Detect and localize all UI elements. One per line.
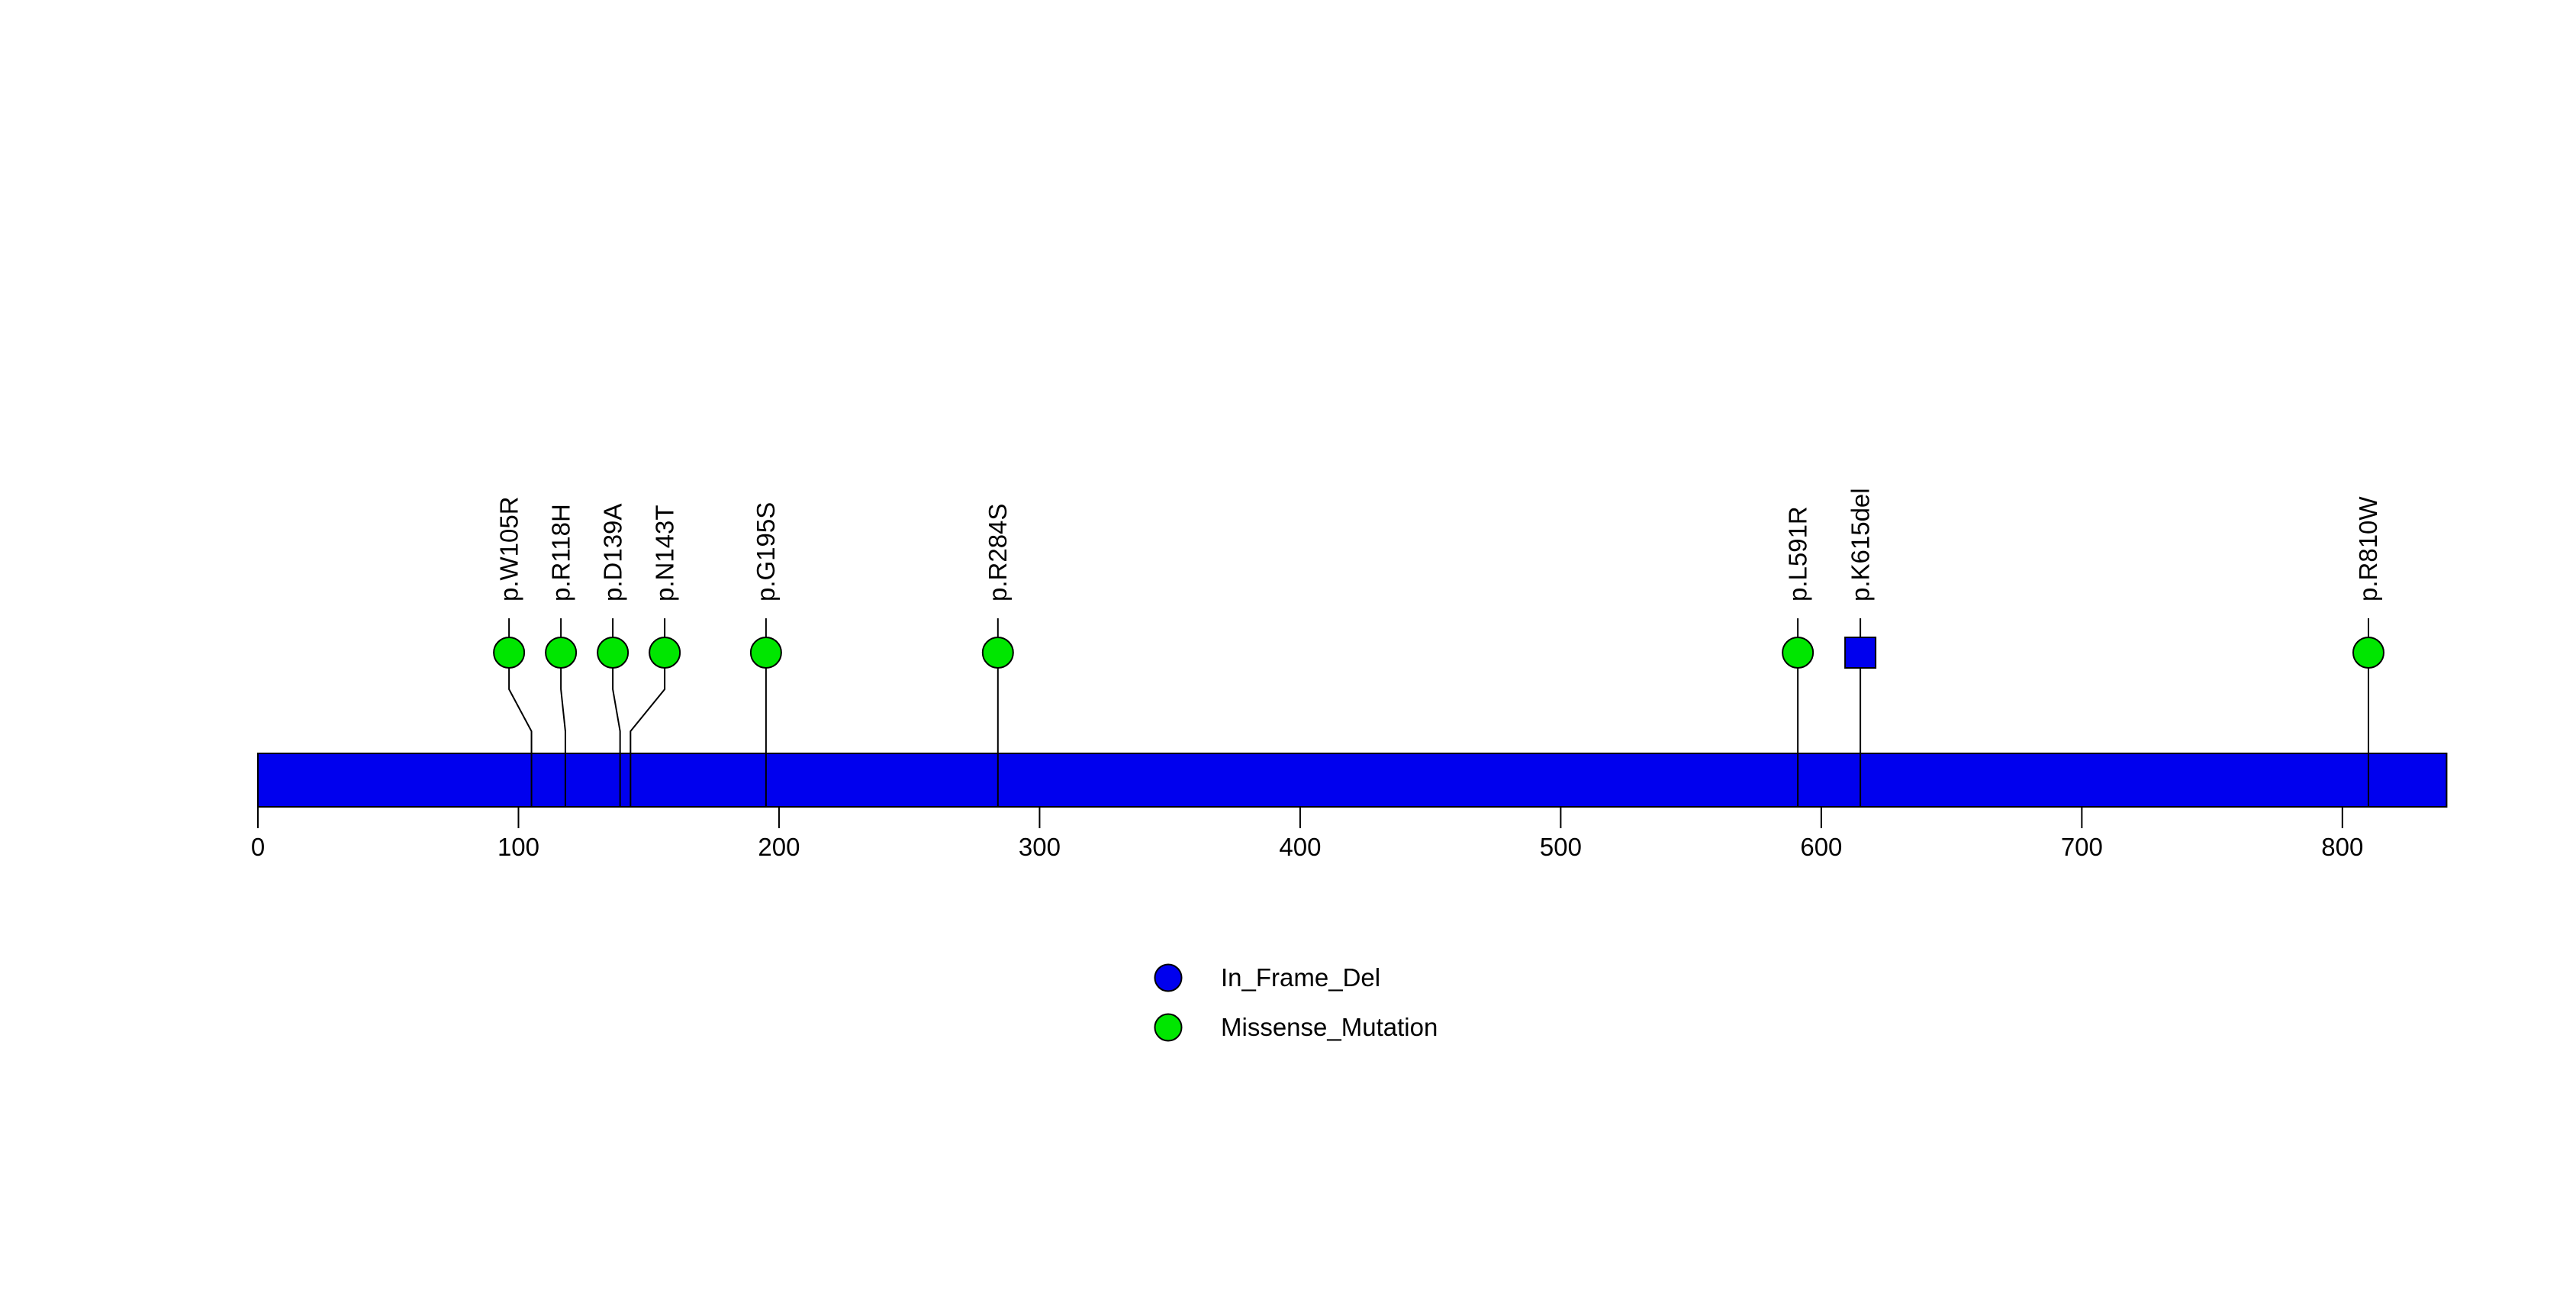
mutation-stem [612, 653, 621, 753]
mutation-marker-circle [981, 637, 1014, 669]
in-bar-lines-group [530, 753, 2369, 807]
mutation-label: p.L591R [1783, 506, 1811, 601]
mutation-label: p.R284S [984, 504, 1012, 601]
axis-tick-label: 0 [251, 833, 265, 861]
stem-lines-group [508, 618, 2369, 753]
mutation-labels-group: p.W105R p.R118H p.D139A p.N143T p.G195S p.R28… [494, 488, 2382, 601]
legend-swatch [1154, 963, 1183, 992]
legend-label: In_Frame_Del [1221, 963, 1380, 992]
axis-tick-label: 600 [1800, 833, 1842, 861]
protein-bar [257, 753, 2448, 808]
mutation-marker-square [1844, 637, 1877, 669]
mutation-marker-circle [2352, 637, 2384, 669]
markers-group [493, 637, 2384, 669]
legend-swatch [1154, 1013, 1183, 1042]
legend-label: Missense_Mutation [1221, 1013, 1438, 1041]
mutation-label: p.N143T [650, 505, 678, 601]
mutation-marker-circle [597, 637, 630, 669]
mutation-label: p.R810W [2354, 496, 2382, 601]
axis-tick-label: 400 [1279, 833, 1321, 861]
mutation-label: p.R118H [546, 504, 575, 601]
protein-bar-group [257, 753, 2448, 808]
mutation-marker-circle [749, 637, 782, 669]
mutation-marker-circle [649, 637, 681, 669]
axis-tick-label: 700 [2061, 833, 2103, 861]
axis-tick-label: 800 [2321, 833, 2363, 861]
axis-tick-label: 200 [758, 833, 800, 861]
mutation-label: p.W105R [494, 496, 523, 601]
mutation-stem [508, 653, 533, 753]
mutation-label: p.G195S [752, 502, 780, 601]
mutation-stem [630, 653, 666, 753]
axis-tick-label: 300 [1019, 833, 1061, 861]
axis-tick-label: 500 [1540, 833, 1582, 861]
axis-tick-label: 100 [497, 833, 539, 861]
mutation-marker-circle [1782, 637, 1814, 669]
mutation-label: p.K615del [1846, 488, 1874, 601]
mutation-marker-circle [493, 637, 526, 669]
x-axis-group: 0 100 200 300 400 500 600 700 800 [251, 807, 2363, 861]
mutation-label: p.D139A [598, 504, 626, 601]
mutation-marker-circle [545, 637, 578, 669]
mutation-stem [560, 653, 566, 753]
